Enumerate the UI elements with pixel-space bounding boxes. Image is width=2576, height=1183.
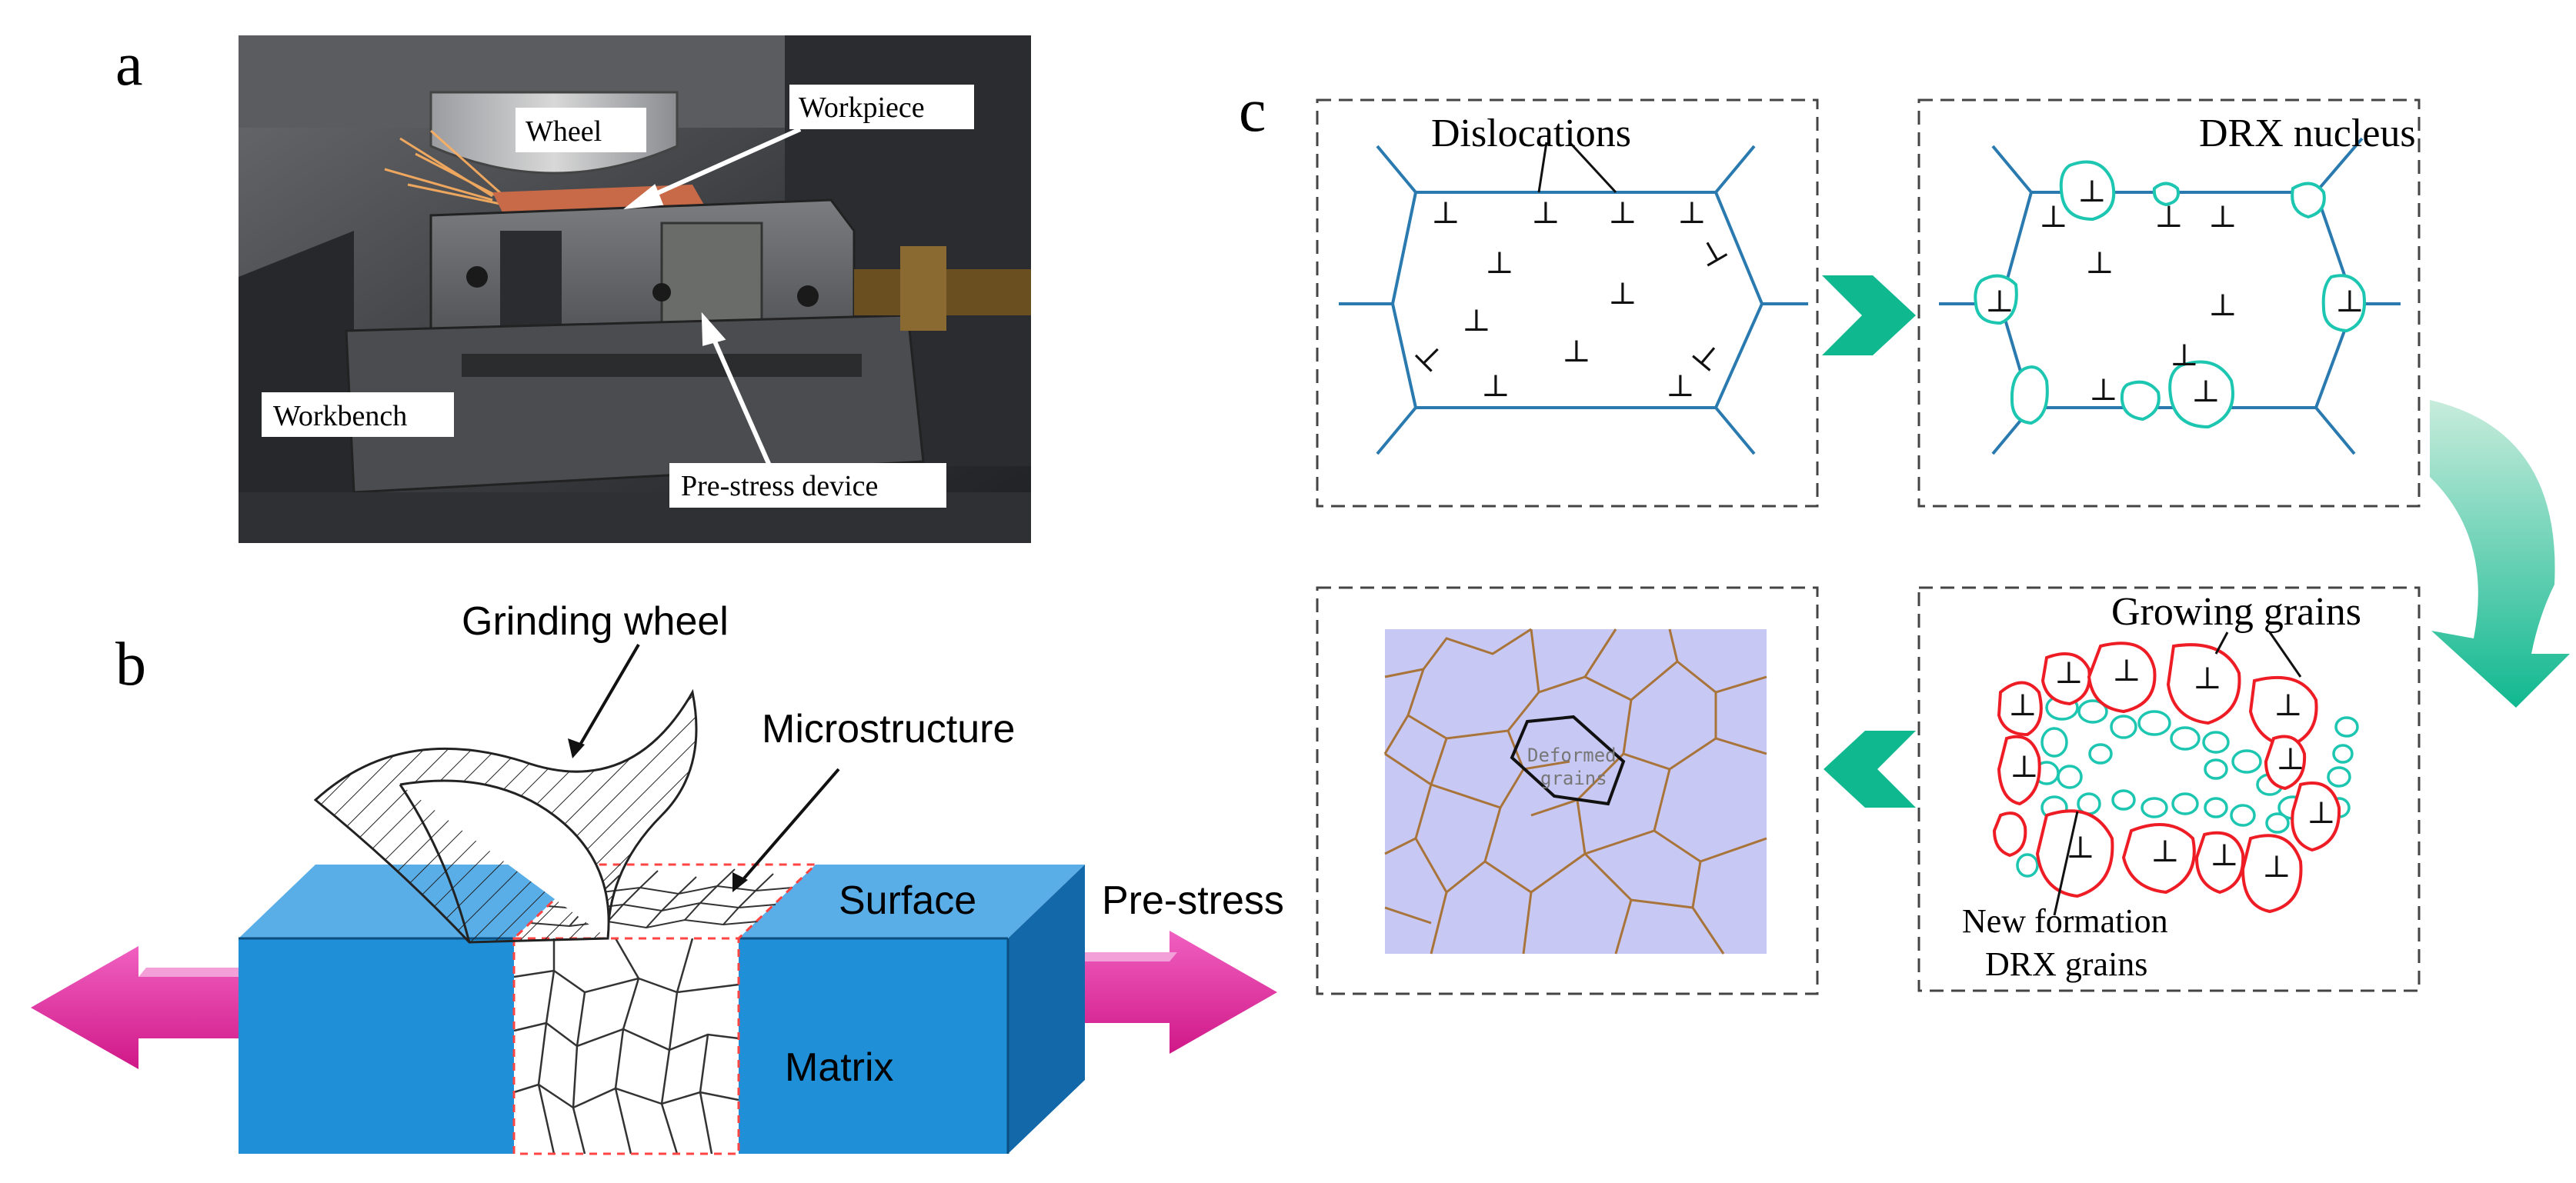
label-growing-grains: Growing grains bbox=[2111, 590, 2361, 634]
dislocation-symbol: ⊥ bbox=[2208, 288, 2237, 322]
chevron-arrow-left bbox=[1824, 731, 1916, 808]
dislocation-symbol: ⊥ bbox=[1462, 303, 1491, 338]
dislocation-symbol: ⊥ bbox=[2112, 653, 2141, 688]
dislocation-symbol: ⊥ bbox=[2335, 284, 2364, 318]
dislocation-symbol: ⊥ bbox=[2010, 749, 2039, 784]
label-drx-nucleus: DRX nucleus bbox=[2199, 112, 2416, 155]
dislocation-symbol: ⊥ bbox=[1608, 195, 1637, 230]
box-dislocations: ⊥ ⊥ ⊥ ⊥ ⊥ ⊥ ⊥ ⊥ ⊥ ⊥ ⊥ ⊥ ⊥ Dislocations bbox=[1316, 98, 1819, 508]
panel-label-b: b bbox=[115, 631, 146, 698]
dislocation-symbol: ⊥ bbox=[2054, 655, 2084, 690]
dislocation-symbol: ⊥ bbox=[2077, 174, 2107, 208]
label-surface: Surface bbox=[839, 878, 976, 923]
label-grinding-wheel: Grinding wheel bbox=[462, 599, 729, 644]
dislocation-symbol: ⊥ bbox=[2151, 834, 2180, 868]
dislocation-symbol: ⊥ bbox=[2085, 245, 2114, 280]
curved-arrow-down bbox=[2430, 400, 2570, 708]
dislocation-symbol: ⊥ bbox=[1608, 276, 1637, 311]
dislocation-symbol: ⊥ bbox=[1531, 195, 1560, 230]
label-matrix: Matrix bbox=[785, 1045, 894, 1090]
label-prestress-device: Pre-stress device bbox=[681, 470, 878, 502]
panel-label-c: c bbox=[1239, 77, 1266, 145]
label-prestress: Pre-stress bbox=[1102, 878, 1284, 923]
dislocation-symbol: ⊥ bbox=[2210, 838, 2239, 872]
dislocation-symbol: ⊥ bbox=[2307, 795, 2336, 830]
dislocation-symbol: ⊥ bbox=[2008, 688, 2037, 722]
dislocation-symbol: ⊥ bbox=[2066, 830, 2095, 865]
label-wheel: Wheel bbox=[526, 115, 602, 148]
box-growing-grains: ⊥ ⊥ ⊥ ⊥ ⊥ ⊥ ⊥ ⊥ ⊥ ⊥ ⊥ ⊥ Growing grains N… bbox=[1917, 586, 2421, 992]
dislocation-symbol: ⊥ bbox=[2208, 199, 2237, 234]
label-dislocations: Dislocations bbox=[1431, 112, 1631, 155]
dislocation-symbol: ⊥ bbox=[2193, 661, 2222, 695]
dislocation-symbol: ⊥ bbox=[2262, 849, 2291, 884]
dislocation-symbol: ⊥ bbox=[1481, 368, 1510, 403]
label-workpiece: Workpiece bbox=[799, 92, 925, 124]
dislocation-symbol: ⊥ bbox=[1666, 368, 1695, 403]
dislocation-symbol: ⊥ bbox=[2274, 688, 2303, 722]
chevron-arrow-right bbox=[1822, 275, 1916, 355]
label-deformed: Deformed bbox=[1527, 745, 1617, 766]
dislocation-symbol: ⊥ bbox=[2191, 374, 2221, 408]
dislocation-symbol: ⊥ bbox=[2089, 372, 2118, 407]
dislocation-symbol: ⊥ bbox=[2039, 199, 2068, 234]
box-drx-nucleus: ⊥ ⊥ ⊥ ⊥ ⊥ ⊥ ⊥ ⊥ ⊥ ⊥ ⊥ DRX nucleus bbox=[1917, 98, 2421, 508]
panel-label-a: a bbox=[115, 31, 143, 98]
dislocation-symbol: ⊥ bbox=[1485, 245, 1514, 280]
microstructure-front bbox=[512, 937, 740, 1155]
label-workbench: Workbench bbox=[273, 400, 407, 432]
block-side-face bbox=[1008, 865, 1085, 1154]
label-new-formation: New formation bbox=[1962, 902, 2168, 940]
dislocation-symbol: ⊥ bbox=[1431, 195, 1460, 230]
dislocation-symbol: ⊥ bbox=[1562, 334, 1591, 368]
dislocation-symbol: ⊥ bbox=[2154, 199, 2184, 234]
box-deformed-grains: Deformed grains bbox=[1316, 586, 1819, 995]
label-grains: grains bbox=[1540, 768, 1607, 789]
grinding-wheel bbox=[313, 688, 698, 944]
dislocation-symbol: ⊥ bbox=[2170, 338, 2199, 372]
panel-b-schematic: Grinding wheel Microstructure Surface Pr… bbox=[31, 599, 1284, 1155]
deformed-grain-outline bbox=[1510, 715, 1626, 806]
dislocation-symbol: ⊥ bbox=[1985, 284, 2014, 318]
dislocation-symbol: ⊥ bbox=[1677, 195, 1707, 230]
label-microstructure: Microstructure bbox=[762, 707, 1015, 751]
panel-a-photo: Wheel Workpiece Workbench Pre-stress dev… bbox=[239, 35, 1031, 543]
label-drx-grains: DRX grains bbox=[1985, 945, 2147, 983]
prestress-arrow-right bbox=[1062, 931, 1277, 1054]
panel-c: ⊥ ⊥ ⊥ ⊥ ⊥ ⊥ ⊥ ⊥ ⊥ ⊥ ⊥ ⊥ ⊥ Dislocations bbox=[1316, 98, 2570, 995]
dislocation-symbol: ⊥ bbox=[2276, 741, 2305, 776]
prestress-arrow-left bbox=[31, 946, 254, 1069]
